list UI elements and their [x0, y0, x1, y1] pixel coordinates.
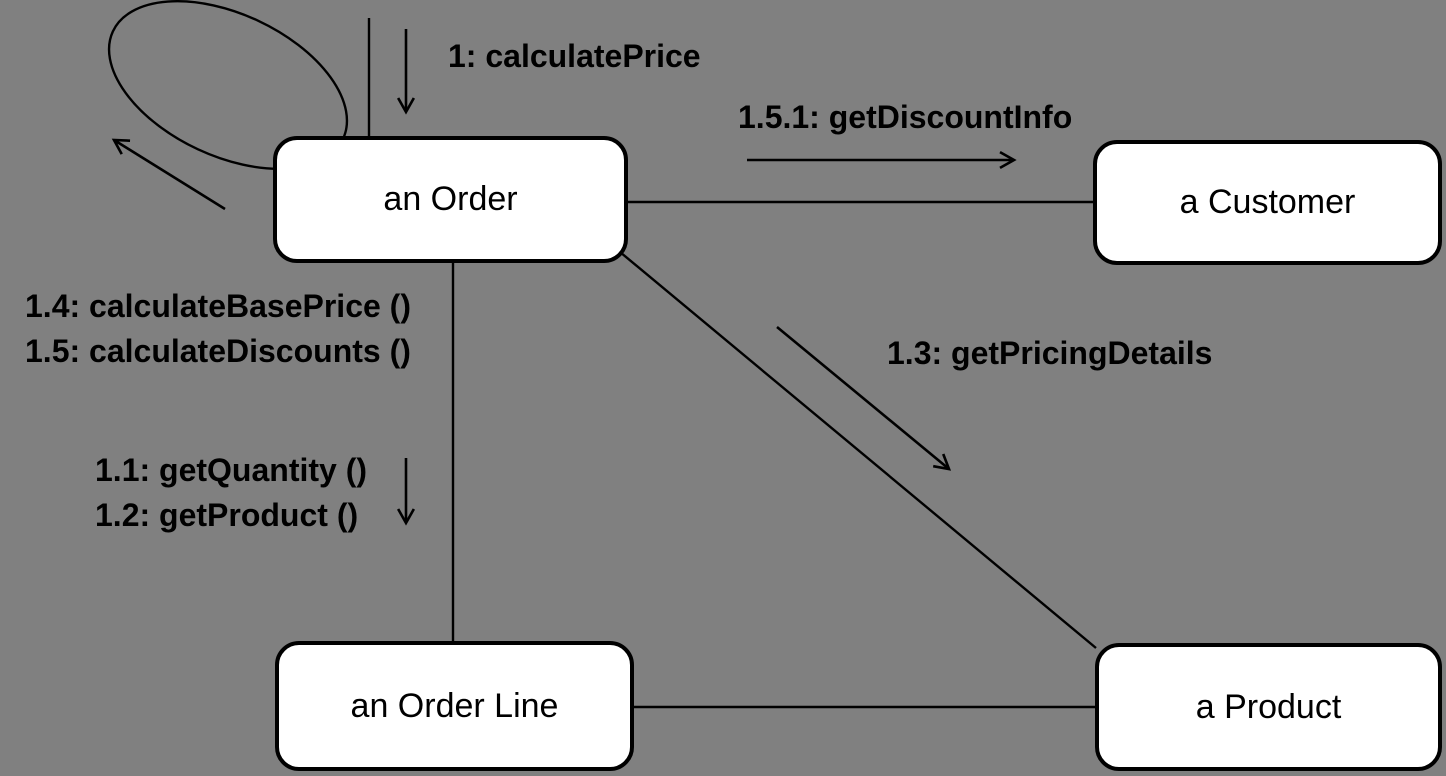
self-message-arrow: [111, 138, 226, 211]
node-order-line-label: an Order Line: [350, 686, 559, 725]
node-product: a Product: [1095, 643, 1442, 771]
message-label-calculate-discounts: 1.5: calculateDiscounts (): [25, 333, 411, 369]
node-order-line: an Order Line: [275, 641, 634, 771]
message-label-order-self-calls: 1.4: calculateBasePrice () 1.5: calculat…: [25, 284, 411, 374]
message-label-calculate-base-price: 1.4: calculateBasePrice (): [25, 288, 411, 324]
message-label-calculate-price: 1: calculatePrice: [448, 38, 701, 74]
message-label-get-discount-info: 1.5.1: getDiscountInfo: [738, 99, 1073, 135]
node-order: an Order: [273, 136, 628, 263]
message-label-order-line-calls: 1.1: getQuantity () 1.2: getProduct (): [95, 448, 367, 538]
node-customer: a Customer: [1093, 140, 1442, 265]
order-product-link: [619, 251, 1097, 649]
message-label-get-quantity: 1.1: getQuantity (): [95, 452, 368, 488]
get-pricing-details-arrow: [776, 325, 952, 471]
node-product-label: a Product: [1195, 687, 1342, 726]
message-label-get-product: 1.2: getProduct (): [95, 497, 359, 533]
node-customer-label: a Customer: [1179, 183, 1356, 221]
message-label-get-pricing-details: 1.3: getPricingDetails: [887, 335, 1213, 371]
node-order-label: an Order: [383, 180, 518, 218]
